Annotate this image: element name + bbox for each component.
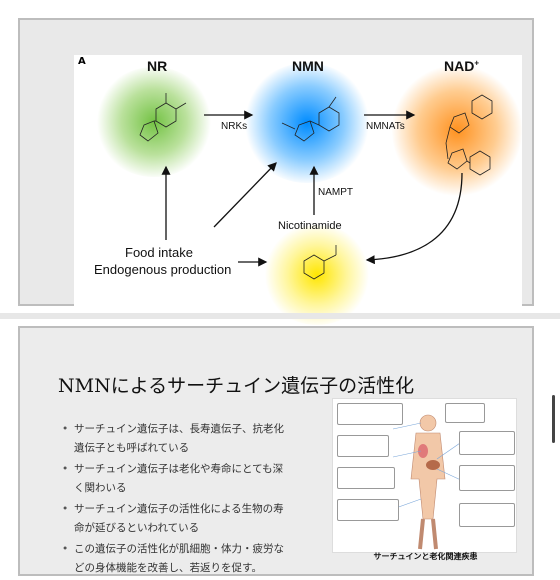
human-figure-illustration (392, 414, 464, 550)
figure-box (459, 503, 515, 527)
sirtuin-disease-figure (332, 398, 517, 553)
figure-box (459, 431, 515, 455)
food-intake-label: Food intake (125, 245, 193, 260)
figure-caption: サーチュインと老化関連疾患 (373, 552, 478, 561)
bullet-item: サーチュイン遺伝子の活性化による生物の寿命が延びるといわれている (62, 500, 287, 538)
pathway-arrows (139, 93, 493, 280)
bullet-item: この遺伝子の活性化が肌細胞・体力・疲労などの身体機能を改善し、若返りを促す。 (62, 540, 287, 578)
figure-box (337, 499, 399, 521)
slide-title: NMNによるサーチュイン遺伝子の活性化 (58, 375, 415, 397)
nicotinamide-glow (262, 225, 372, 325)
figure-box (337, 435, 389, 457)
endogenous-production-label: Endogenous production (94, 262, 232, 277)
figure-box (337, 467, 395, 489)
panel-label: A (78, 56, 86, 67)
figure-box (445, 403, 485, 423)
nmn-title: NMN (292, 58, 324, 74)
nad-title: NAD+ (444, 58, 480, 74)
bullet-item: サーチュイン遺伝子は老化や寿命にとても深く関わいる (62, 460, 287, 498)
nr-title: NR (147, 58, 168, 74)
nmn-molecule (281, 96, 340, 142)
slide-divider (0, 313, 560, 319)
nicotinamide-molecule (303, 245, 337, 280)
nad-molecule (445, 94, 493, 176)
nmnats-label: NMNATs (366, 121, 405, 132)
nad-pathway-diagram: A NR NMN NAD+ (74, 55, 522, 325)
figure-box (337, 403, 403, 425)
scrollbar-thumb[interactable] (552, 395, 555, 443)
figure-box (459, 465, 515, 491)
pathway-slide: A NR NMN NAD+ (18, 18, 534, 325)
nampt-label: NAMPT (318, 187, 353, 198)
bullet-item: サーチュイン遺伝子は、長寿遺伝子、抗老化遺伝子とも呼ばれている (62, 420, 287, 458)
nrks-label: NRKs (221, 121, 248, 132)
nr-molecule (139, 93, 187, 142)
nmn-glow (242, 63, 372, 183)
nicotinamide-label: Nicotinamide (278, 220, 342, 232)
nad-glow (392, 63, 522, 198)
sirtuin-slide: NMNによるサーチュイン遺伝子の活性化 サーチュイン遺伝子は、長寿遺伝子、抗老化… (18, 326, 534, 576)
bullet-list: サーチュイン遺伝子は、長寿遺伝子、抗老化遺伝子とも呼ばれている サーチュイン遺伝… (62, 420, 287, 580)
